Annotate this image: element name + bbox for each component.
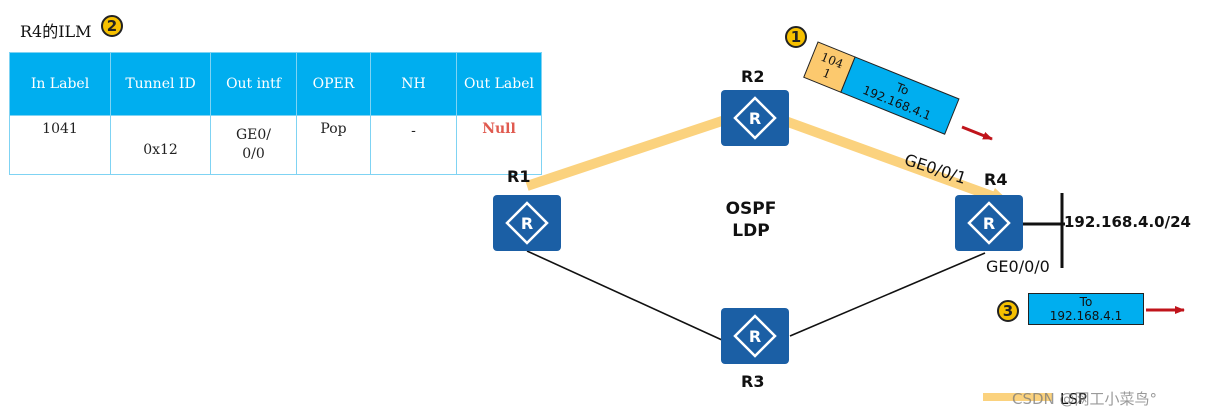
ilm-cell-out-label: Null xyxy=(456,115,542,175)
ilm-title: R4的ILM xyxy=(20,22,92,41)
step-1-badge: 1 xyxy=(785,26,807,48)
packet1-payload-line-1: To xyxy=(893,80,911,98)
ilm-cell-nh: - xyxy=(370,115,457,175)
r4-port-ge000: GE0/0/0 xyxy=(986,257,1050,276)
link-r3-r4 xyxy=(789,252,986,337)
ilm-header-row: In Label Tunnel ID Out intf OPER NH Out … xyxy=(9,52,542,116)
router-r2-glyph: R xyxy=(749,109,761,128)
ilm-cell-out-intf: GE0/0/0 xyxy=(210,115,297,175)
ilm-cell-oper: Pop xyxy=(296,115,371,175)
step-3-badge: 3 xyxy=(997,300,1019,322)
protocol-labels: OSPF LDP xyxy=(706,198,796,242)
ilm-header-oper: OPER xyxy=(296,52,371,116)
packet-unlabelled: To 192.168.4.1 xyxy=(1028,293,1144,325)
ilm-cell-out-intf-text: GE0/0/0 xyxy=(235,127,272,162)
protocol-ldp: LDP xyxy=(732,221,770,241)
ilm-header-out-label: Out Label xyxy=(456,52,542,116)
packet3-payload-line-1: To xyxy=(1079,295,1093,309)
ilm-header-tunnel-id: Tunnel ID xyxy=(110,52,211,116)
router-r3-glyph: R xyxy=(749,327,761,346)
ilm-header-in-label: In Label xyxy=(9,52,111,116)
packet-labelled: 104 1 To 192.168.4.1 xyxy=(803,41,960,135)
router-r1-label: R1 xyxy=(507,167,531,186)
router-r4-glyph: R xyxy=(983,214,995,233)
router-r4-label: R4 xyxy=(984,170,1008,189)
router-r2[interactable]: R xyxy=(721,90,789,146)
ilm-row: 1041 0x12 GE0/0/0 Pop - Null xyxy=(9,115,542,175)
packet1-direction-arrow xyxy=(961,125,993,141)
router-r2-label: R2 xyxy=(741,67,765,86)
ilm-header-nh: NH xyxy=(370,52,457,116)
router-r4[interactable]: R xyxy=(955,195,1023,251)
ilm-header-out-intf: Out intf xyxy=(210,52,297,116)
router-r3-label: R3 xyxy=(741,372,765,391)
packet-payload-field xyxy=(840,56,960,135)
watermark: CSDN @网工小菜鸟° xyxy=(1012,390,1158,408)
legend-lsp-label: LSP xyxy=(1060,390,1087,408)
packet3-payload-line-2: 192.168.4.1 xyxy=(1049,309,1123,323)
router-r1-glyph: R xyxy=(521,214,533,233)
router-r3[interactable]: R xyxy=(721,308,789,364)
ilm-table: In Label Tunnel ID Out intf OPER NH Out … xyxy=(9,52,542,175)
link-r1-r3 xyxy=(526,250,723,341)
ilm-cell-in-label: 1041 xyxy=(9,115,111,175)
ilm-cell-tunnel-id: 0x12 xyxy=(110,115,211,175)
step-2-badge: 2 xyxy=(101,15,123,37)
router-r1[interactable]: R xyxy=(493,195,561,251)
protocol-ospf: OSPF xyxy=(725,199,777,219)
network-prefix: 192.168.4.0/24 xyxy=(1064,213,1191,231)
